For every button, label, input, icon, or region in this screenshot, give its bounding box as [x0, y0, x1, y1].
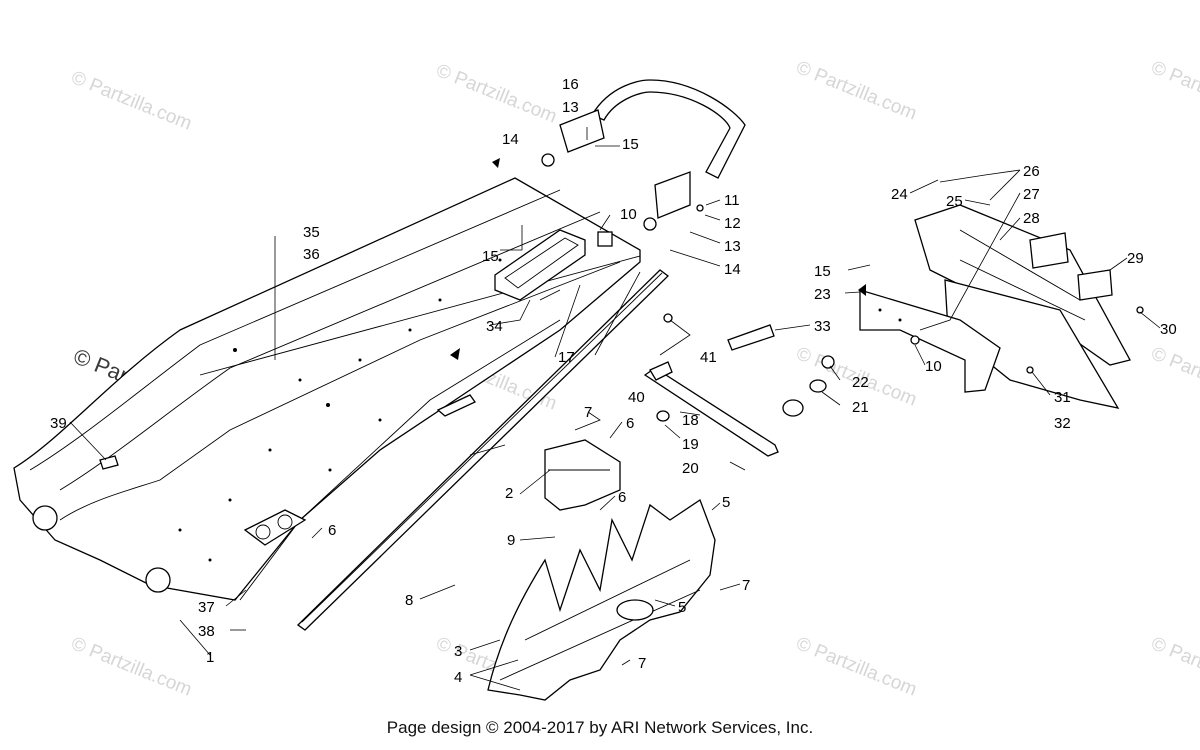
- callout-5b: 5: [678, 599, 686, 616]
- watermark: © Partzilla.com: [1148, 633, 1200, 700]
- callout-26: 26: [1023, 163, 1040, 180]
- callout-30: 30: [1160, 321, 1177, 338]
- watermark: © Partzilla.com: [1148, 57, 1200, 124]
- callout-29: 29: [1127, 250, 1144, 267]
- rail-strip-part: [296, 269, 669, 631]
- plate-33-part: [663, 313, 775, 351]
- callout-10b: 10: [925, 358, 942, 375]
- callout-13b: 13: [724, 238, 741, 255]
- callout-6b: 6: [618, 489, 626, 506]
- callout-40: 40: [628, 389, 645, 406]
- callout-15a: 15: [622, 136, 639, 153]
- callout-10a: 10: [620, 206, 637, 223]
- callout-3: 3: [454, 643, 462, 660]
- page-footer-copyright: Page design © 2004-2017 by ARI Network S…: [386, 718, 814, 737]
- callout-9: 9: [507, 532, 515, 549]
- rear-bracket-part: [487, 439, 716, 701]
- callout-7b: 7: [742, 577, 750, 594]
- callout-5a: 5: [722, 494, 730, 511]
- leader-lines: [69, 127, 1161, 691]
- callout-20: 20: [682, 460, 699, 477]
- callout-22: 22: [852, 374, 869, 391]
- callout-7c: 7: [638, 655, 646, 672]
- watermark: © Partzilla.com: [1148, 343, 1200, 410]
- callout-14a: 14: [502, 131, 519, 148]
- callout-41: 41: [700, 349, 717, 366]
- tunnel-part: [13, 158, 641, 601]
- callout-15b: 15: [482, 248, 499, 265]
- callout-34: 34: [486, 318, 503, 335]
- storage-box-part: [494, 229, 613, 301]
- callout-21: 21: [852, 399, 869, 416]
- callout-36: 36: [303, 246, 320, 263]
- callout-28: 28: [1023, 210, 1040, 227]
- callout-24: 24: [891, 186, 908, 203]
- callout-19: 19: [682, 436, 699, 453]
- callout-8: 8: [405, 592, 413, 609]
- callout-16: 16: [562, 76, 579, 93]
- watermark: © Partzilla.com: [793, 633, 920, 700]
- callout-14b: 14: [724, 261, 741, 278]
- callout-27: 27: [1023, 186, 1040, 203]
- callout-15c: 15: [814, 263, 831, 280]
- callout-2: 2: [505, 485, 513, 502]
- callout-23: 23: [814, 286, 831, 303]
- callout-7a: 7: [584, 404, 592, 421]
- grab-bar-part: [541, 79, 746, 231]
- callout-39: 39: [50, 415, 67, 432]
- callout-35: 35: [303, 224, 320, 241]
- callout-32: 32: [1054, 415, 1071, 432]
- callout-12: 12: [724, 215, 741, 232]
- callout-17: 17: [558, 349, 575, 366]
- watermark: © Partzilla.com: [433, 60, 560, 127]
- callout-1: 1: [206, 649, 214, 666]
- watermark: © Partzilla.com: [68, 633, 195, 700]
- callout-4: 4: [454, 669, 462, 686]
- callout-38: 38: [198, 623, 215, 640]
- callout-13a: 13: [562, 99, 579, 116]
- snow-flap-part: [858, 204, 1144, 409]
- callout-labels: 1 2 3 4 5 5 6 6 6 7 7 7 8 9 10 10 11 12 …: [50, 76, 1177, 686]
- callout-33: 33: [814, 318, 831, 335]
- callout-6c: 6: [328, 522, 336, 539]
- callout-25: 25: [946, 193, 963, 210]
- strap-part: [643, 355, 835, 457]
- callout-31: 31: [1054, 389, 1071, 406]
- callout-11: 11: [724, 192, 740, 209]
- callout-37: 37: [198, 599, 215, 616]
- callout-6a: 6: [626, 415, 634, 432]
- callout-18: 18: [682, 412, 699, 429]
- watermark: © Partzilla.com: [793, 57, 920, 124]
- watermark: © Partzilla.com: [68, 67, 195, 134]
